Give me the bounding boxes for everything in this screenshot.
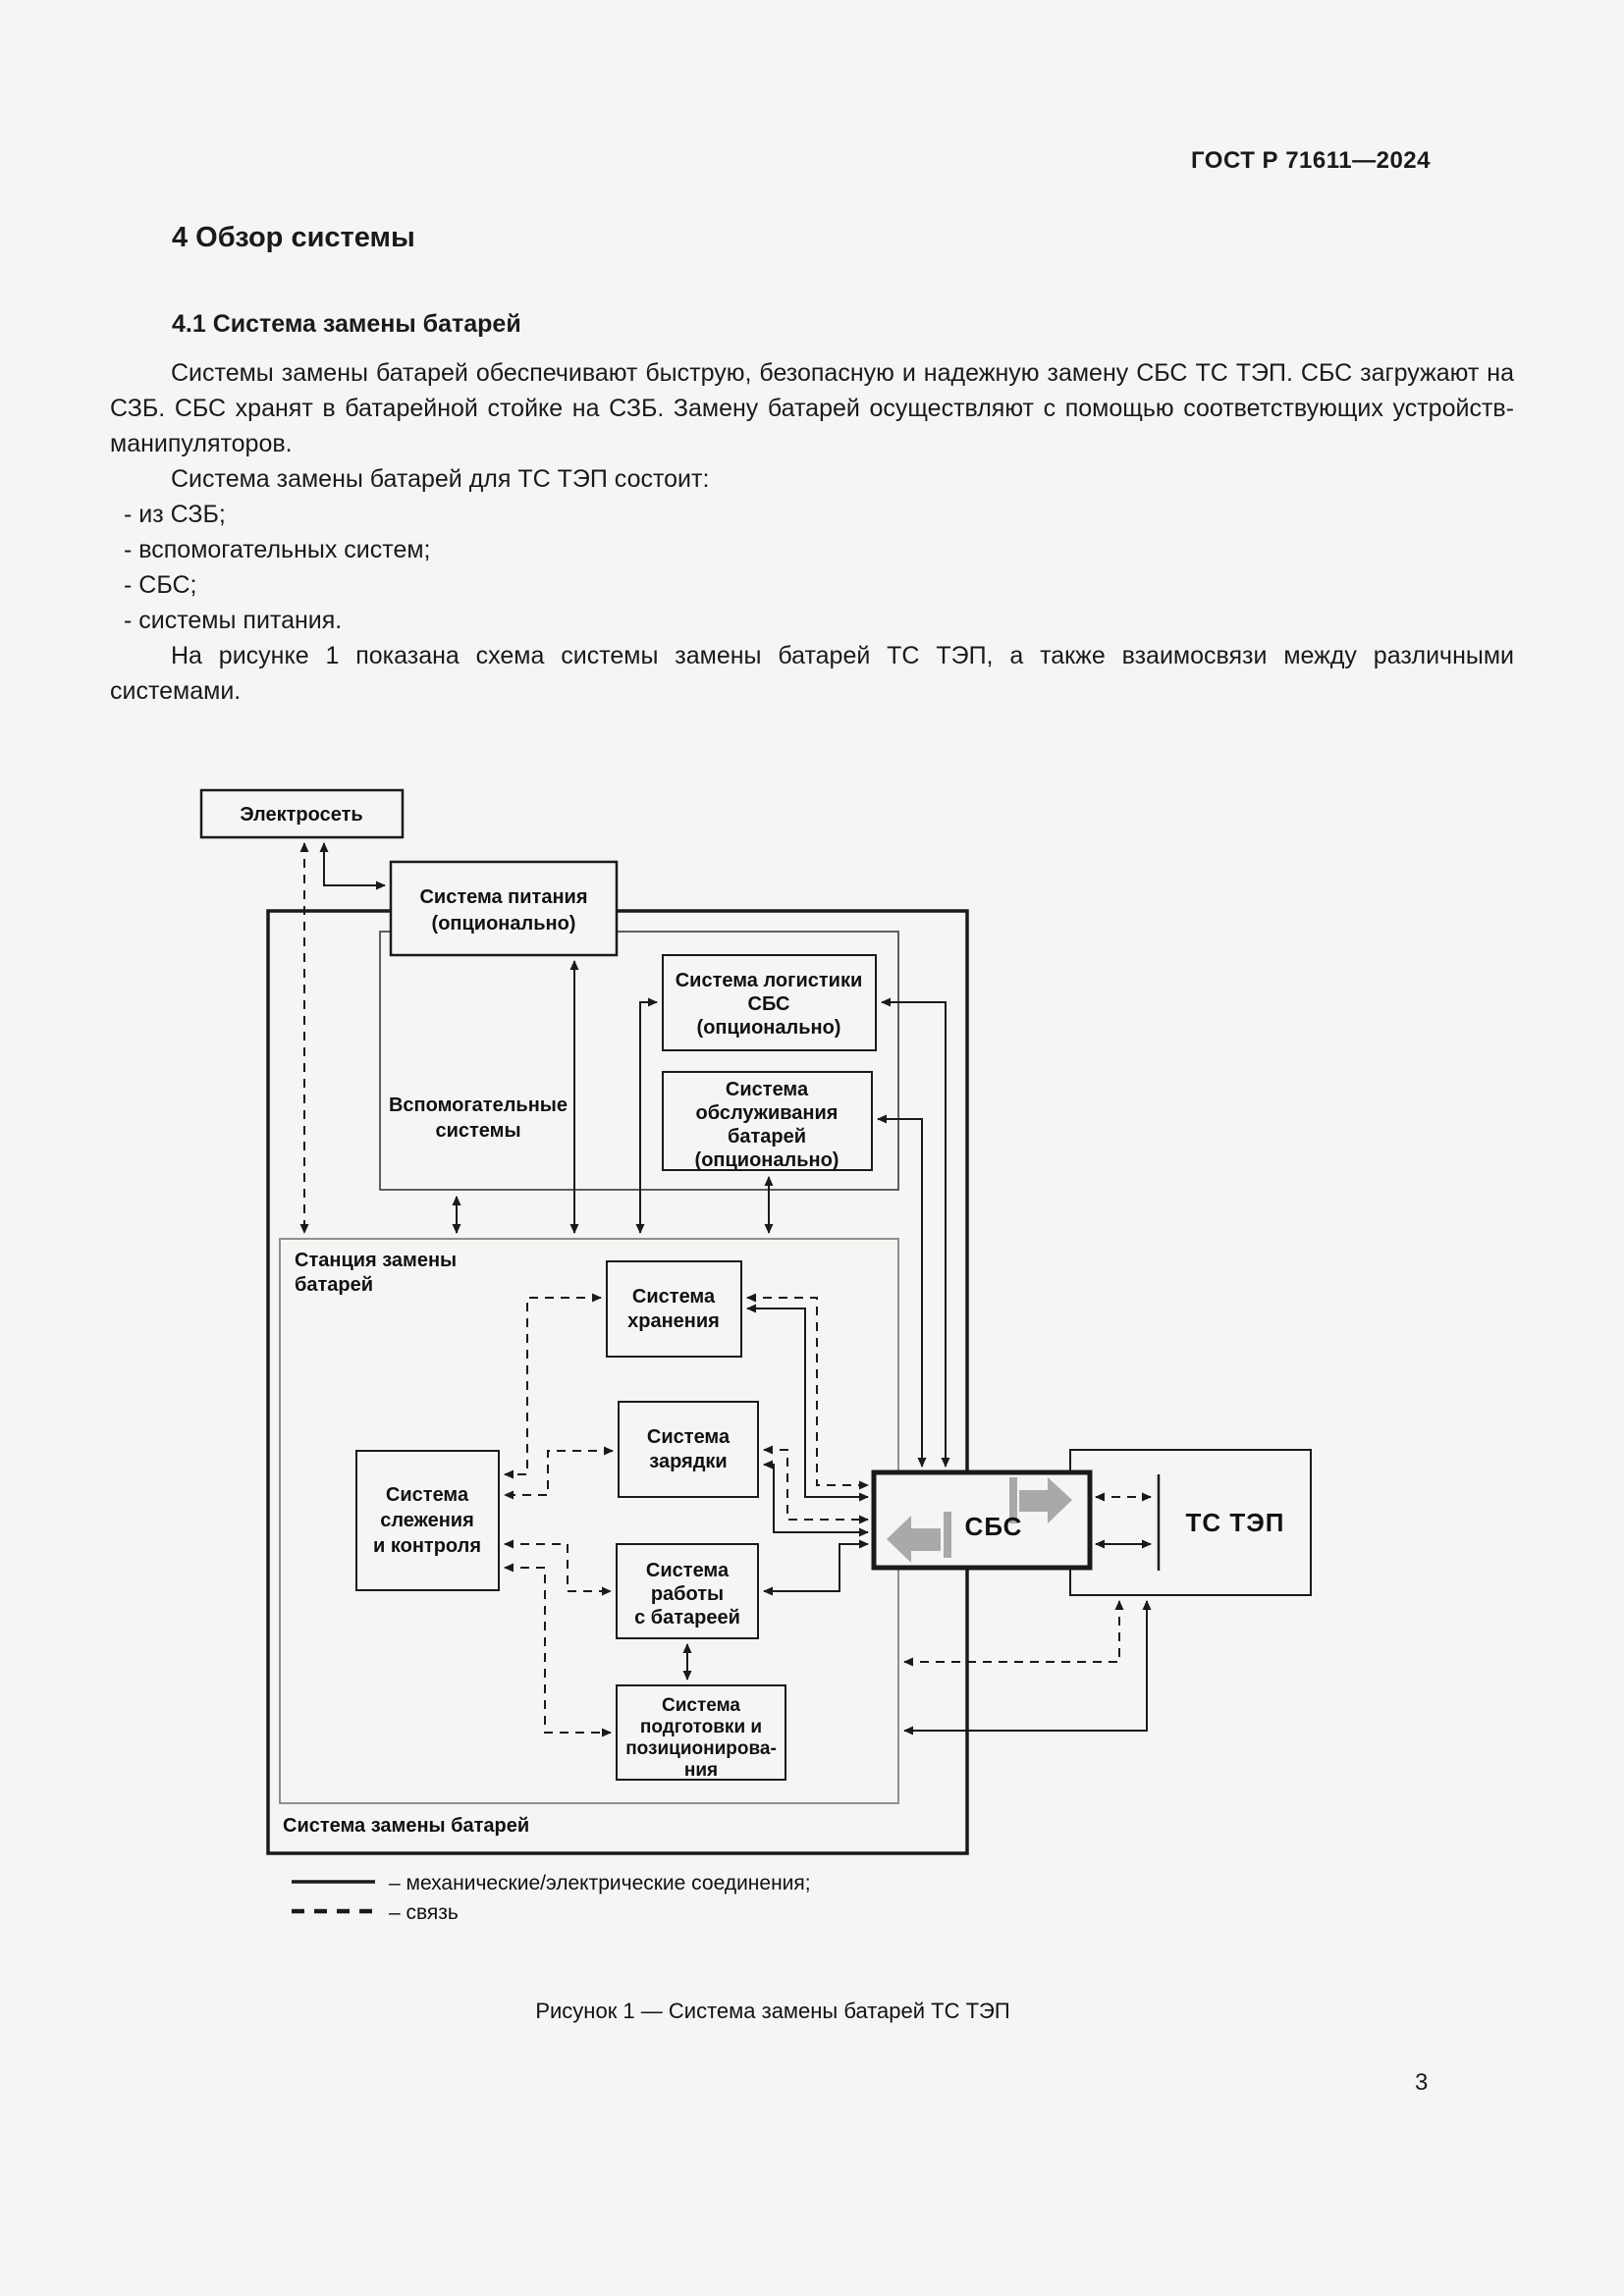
link-charging-sbs [763,1460,869,1537]
svg-text:подготовки и: подготовки и [640,1717,762,1737]
sbs-label: СБС [965,1512,1023,1541]
sbs-box: СБС [871,1469,1093,1571]
sbs-tctep-links [1095,1492,1152,1549]
legend-solid-label: – механические/электрические соединения; [389,1872,811,1895]
svg-text:Система: Система [386,1484,469,1506]
svg-text:ния: ния [684,1760,718,1781]
svg-text:Система питания: Система питания [419,886,587,908]
link-storage-sbs [746,1304,869,1502]
list-item: - из СЗБ; [124,501,226,528]
svg-text:Система: Система [647,1426,731,1448]
svg-text:Система: Система [726,1079,809,1100]
svg-text:Система: Система [646,1560,730,1581]
svg-text:СБС: СБС [748,993,790,1015]
tc-tep-box: ТС ТЭП [1069,1449,1312,1596]
paragraph: На рисунке 1 показана схема системы заме… [110,642,1514,705]
subsection-heading: 4.1 Система замены батарей [172,310,521,338]
comm-charging-sbs [763,1445,869,1524]
svg-text:работы: работы [651,1583,724,1605]
battery-swap-system-label: Система замены батарей [283,1815,529,1837]
body-text: Системы замены батарей обеспечивают быст… [110,355,1514,709]
svg-text:зарядки: зарядки [649,1451,727,1472]
positioning-system-box: Система подготовки и позиционирова- ния [616,1684,786,1781]
power-system-box: Система питания (опционально) [389,860,619,957]
battery-handling-box: Система работы с батареей [616,1543,759,1639]
battery-maintenance-box: Система обслуживания батарей (опциональн… [662,1071,873,1171]
list-item: - вспомогательных систем; [124,536,431,563]
comm-storage-sbs [746,1293,869,1490]
link-tctep-station [903,1600,1152,1735]
monitoring-system-box: Система слежения и контроля [355,1450,500,1591]
svg-text:позиционирова-: позиционирова- [625,1738,777,1759]
storage-system-box: Система хранения [606,1260,742,1358]
comm-monitoring-positioning [504,1563,612,1737]
svg-text:(опционально): (опционально) [695,1149,839,1171]
dashed-connections [299,842,1124,1737]
link-logistics-sbs [881,997,950,1468]
paragraph: Системы замены батарей обеспечивают быст… [110,359,1514,457]
legend: – механические/электрические соединения;… [292,1872,811,1924]
svg-text:с батареей: с батареей [634,1607,740,1629]
sbs-logistics-box: Система логистики СБС (опционально) [662,954,877,1051]
auxiliary-systems-label: Вспомогательные [389,1095,568,1116]
svg-text:батарей: батарей [728,1126,806,1148]
page-number: 3 [1415,2069,1429,2096]
svg-text:хранения: хранения [627,1310,720,1332]
link-handling-sbs [763,1539,869,1596]
auxiliary-systems-label: системы [435,1120,520,1142]
svg-text:слежения: слежения [380,1510,474,1531]
section-heading: 4 Обзор системы [172,222,415,253]
comm-tctep-station [903,1600,1124,1667]
list-item: - системы питания. [124,607,343,634]
legend-dashed-label: – связь [389,1901,459,1924]
paragraph: Система замены батарей для ТС ТЭП состои… [171,465,710,493]
svg-text:Система логистики: Система логистики [676,970,863,991]
svg-text:(опционально): (опционально) [697,1017,841,1039]
svg-text:обслуживания: обслуживания [696,1102,839,1124]
tc-tep-label: ТС ТЭП [1186,1508,1285,1537]
document-number-header: ГОСТ Р 71611—2024 [1191,147,1431,174]
link-maintenance-sbs [877,1114,927,1468]
link-grid-power [319,842,386,890]
power-grid-box: Электросеть [199,788,405,839]
svg-text:Система: Система [662,1695,740,1716]
list-item: - СБС; [124,571,197,599]
svg-text:и контроля: и контроля [373,1535,481,1557]
svg-text:Система: Система [632,1286,716,1308]
battery-swap-arrow-icon [887,1477,1072,1563]
figure-caption: Рисунок 1 — Система замены батарей ТС ТЭ… [535,1999,1009,2023]
svg-text:(опционально): (опционально) [432,913,576,934]
comm-monitoring-storage [504,1293,602,1479]
swap-station-label: батарей [295,1274,373,1296]
charging-system-box: Система зарядки [618,1401,759,1498]
link-station-logistics [635,997,658,1234]
diagram-boxes: Электросеть Система питания (опционально… [199,788,877,1781]
comm-monitoring-charging [504,1446,614,1500]
swap-station-label: Станция замены [295,1250,457,1271]
power-grid-label: Электросеть [240,804,362,826]
